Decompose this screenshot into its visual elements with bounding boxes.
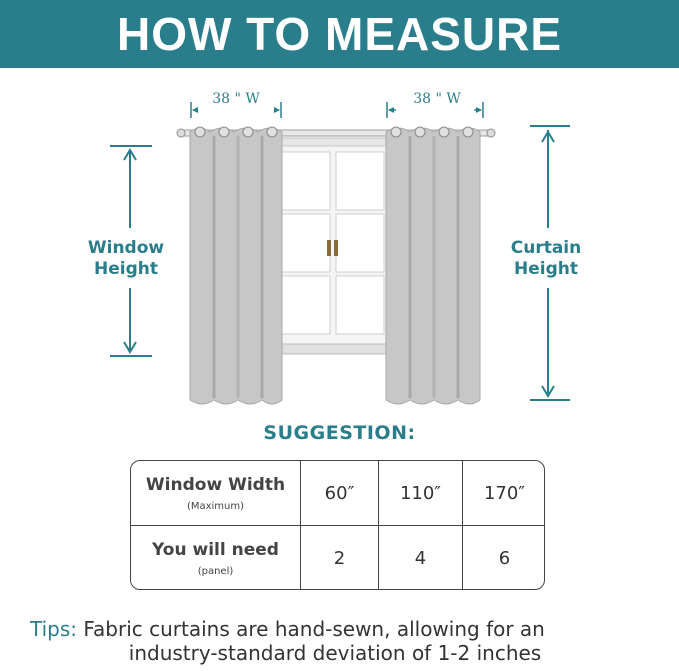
left-width-dimension [190,102,282,118]
window-height-label: Window Height [87,238,165,279]
left-curtain-panel [189,126,283,405]
suggestion-title: SUGGESTION: [263,422,416,444]
tips-line-1: Fabric curtains are hand-sewn, allowing … [83,617,545,641]
table-cell: 170″ [463,461,544,526]
table-cell: 110″ [379,461,463,526]
curtain-height-arrow [530,125,570,401]
row-label-window-width: Window Width (Maximum) [131,461,301,526]
header-banner: HOW TO MEASURE [0,0,679,68]
right-width-label: 38 " W [413,91,461,107]
tips-line-2: industry-standard deviation of 1-2 inche… [128,641,542,665]
curtain-height-label: Curtain Height [510,238,582,279]
tips-label: Tips: [30,617,78,641]
table-cell: 4 [379,526,463,589]
window-graphic [261,137,403,355]
window-height-arrow [110,145,152,357]
row-label-panels-needed: You will need (panel) [131,526,301,589]
left-width-label: 38 " W [212,91,260,107]
curtain-illustration [110,102,570,405]
size-suggestion-table: Window Width (Maximum) 60″ 110″ 170″ You… [130,460,545,590]
table-cell: 60″ [301,461,379,526]
page-title: HOW TO MEASURE [116,8,563,60]
tips-note: Tips: Fabric curtains are hand-sewn, all… [30,617,670,665]
right-curtain-panel [385,126,481,405]
table-cell: 6 [498,548,511,569]
table-cell: 2 [301,526,379,589]
right-width-dimension [386,102,484,118]
